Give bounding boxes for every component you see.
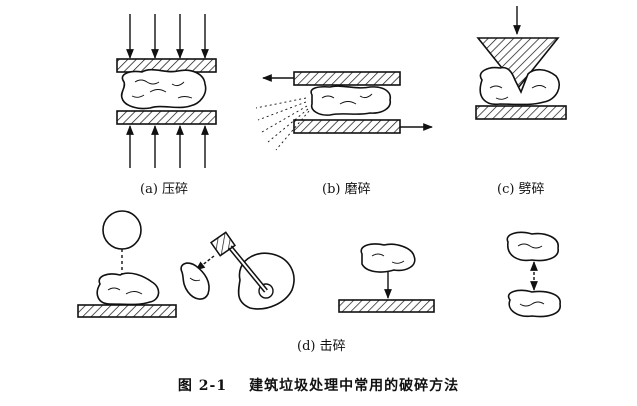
panel-a-label: (a) 压碎: [140, 182, 189, 197]
panel-b-label: (b) 磨碎: [322, 182, 371, 197]
panel-a-compression: [116, 14, 217, 168]
figure-number: 图 2-1: [177, 378, 228, 394]
panel-d-label: (d) 击碎: [297, 339, 346, 354]
panel-c-label: (c) 劈碎: [497, 182, 545, 197]
impact-base-plate: [77, 304, 177, 318]
upper-press-plate: [116, 58, 217, 73]
lower-grinding-plate: [293, 119, 401, 134]
hammer-head: [209, 231, 237, 257]
panel-c-splitting: [475, 6, 567, 120]
lower-colliding-rock: [507, 289, 561, 318]
impact-rock: [96, 272, 160, 306]
panel-b-grinding: [255, 71, 433, 151]
rotor-disc: [237, 252, 295, 310]
lower-press-plate: [116, 110, 217, 125]
splitting-wedge: [476, 37, 560, 90]
falling-rock: [360, 243, 416, 273]
ground-rock: [310, 85, 392, 116]
upper-colliding-rock: [506, 231, 559, 262]
drop-target-plate: [338, 299, 435, 313]
panel-d-impact: [77, 210, 561, 318]
bottom-force-arrows: [126, 125, 209, 168]
hammer-strike-arrow: [195, 255, 215, 271]
upper-grinding-plate: [293, 71, 401, 86]
splitting-anvil: [475, 105, 567, 120]
compressed-rock: [120, 68, 207, 110]
figure-title: 建筑垃圾处理中常用的破碎方法: [249, 378, 460, 394]
dust-spray: [255, 97, 310, 151]
struck-rock: [180, 262, 210, 300]
drop-ball: [102, 210, 142, 250]
split-rock: [479, 66, 560, 106]
top-force-arrows: [126, 14, 209, 59]
figure-caption: 图 2-1 建筑垃圾处理中常用的破碎方法: [0, 375, 637, 395]
